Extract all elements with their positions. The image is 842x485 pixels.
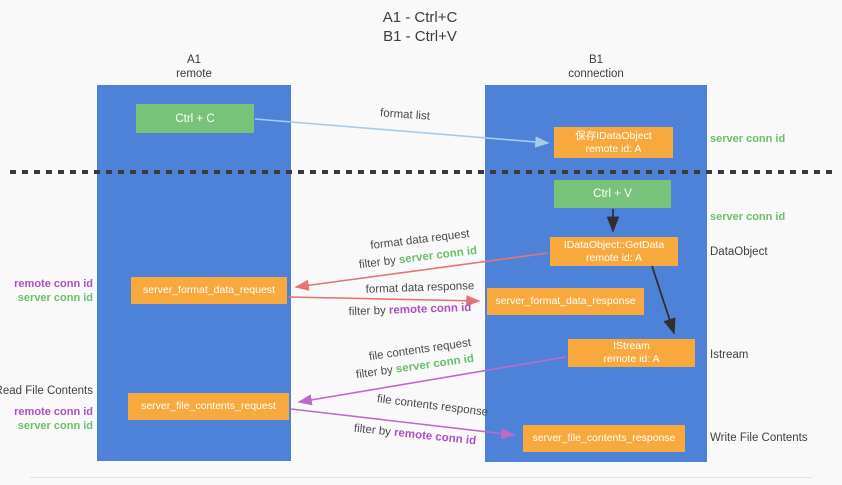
right-label-server-conn-id-2: server conn id xyxy=(710,211,786,223)
node-file-response-label: server_file_contents_response xyxy=(532,432,676,444)
filter-prefix: filter by xyxy=(353,422,392,439)
node-ctrl-v-label: Ctrl + V xyxy=(593,188,632,200)
session-divider-dotted-line xyxy=(10,170,834,174)
filter-key-remote-conn-id: remote conn id xyxy=(388,301,472,317)
right-label-server-conn-id-1: server conn id xyxy=(710,133,786,145)
title-line-1: A1 - Ctrl+C xyxy=(382,9,458,26)
node-save-idataobject: 保存IDataObject remote id: A xyxy=(554,127,673,158)
label-format-response-filter: filter by remote conn id xyxy=(335,301,485,318)
label-format-list: format list xyxy=(379,107,431,123)
node-getdata-line2: remote id: A xyxy=(585,251,643,264)
node-getdata-line1: IDataObject::GetData xyxy=(563,238,665,251)
node-save-idataobject-line2: remote id: A xyxy=(585,142,642,155)
page-bottom-divider xyxy=(30,477,812,478)
right-label-dataobject: DataObject xyxy=(710,246,768,258)
filter-prefix: filter by xyxy=(348,304,386,319)
diagram-title: A1 - Ctrl+C B1 - Ctrl+V xyxy=(320,8,520,46)
node-istream-line1: IStream xyxy=(613,340,650,352)
filter-key-server-conn-id: server conn id xyxy=(398,244,478,267)
right-label-write-file-contents: Write File Contents xyxy=(710,432,808,444)
left-label-remote-conn-id-2: remote conn id xyxy=(14,406,93,418)
filter-prefix: filter by xyxy=(355,364,394,382)
node-server-file-contents-request: server_file_contents_request xyxy=(128,393,289,420)
node-istream-line2: remote id: A xyxy=(603,353,660,365)
left-label-read-file-contents: Read File Contents xyxy=(0,385,93,397)
filter-key-remote-conn-id: remote conn id xyxy=(393,426,477,448)
node-server-format-data-request: server_format_data_request xyxy=(131,277,287,304)
lane-a1-id: A1 xyxy=(186,54,202,66)
lane-a1-name: remote xyxy=(176,67,212,80)
left-label-server-conn-id-2: server conn id xyxy=(17,420,93,432)
label-file-contents-response: file contents response xyxy=(376,393,489,419)
left-label-remote-conn-id-1: remote conn id xyxy=(14,278,93,290)
lane-header-a1: A1 remote xyxy=(134,54,254,81)
lane-b1-name: connection xyxy=(568,67,624,80)
format-data-response-arrow xyxy=(288,295,481,307)
node-format-response-label: server_format_data_response xyxy=(495,295,636,307)
node-ctrl-c: Ctrl + C xyxy=(136,104,254,133)
lane-header-b1: B1 connection xyxy=(536,54,656,81)
node-istream: IStream remote id: A xyxy=(568,339,695,367)
node-idataobject-getdata: IDataObject::GetData remote id: A xyxy=(550,237,678,266)
right-label-istream: Istream xyxy=(710,349,749,361)
label-format-data-response: format data response xyxy=(365,280,475,296)
lane-b1-id: B1 xyxy=(588,54,604,66)
node-file-request-label: server_file_contents_request xyxy=(141,400,276,412)
filter-prefix: filter by xyxy=(358,254,397,272)
node-server-format-data-response: server_format_data_response xyxy=(487,288,644,315)
left-label-server-conn-id-1: server conn id xyxy=(17,292,93,304)
title-line-2: B1 - Ctrl+V xyxy=(383,28,457,45)
node-save-idataobject-line1: 保存IDataObject xyxy=(575,129,652,142)
node-ctrl-c-label: Ctrl + C xyxy=(175,112,215,125)
node-server-file-contents-response: server_file_contents_response xyxy=(523,425,685,452)
node-ctrl-v: Ctrl + V xyxy=(554,180,671,208)
label-file-response-filter: filter by remote conn id xyxy=(340,421,490,449)
node-format-request-label: server_format_data_request xyxy=(143,284,275,296)
